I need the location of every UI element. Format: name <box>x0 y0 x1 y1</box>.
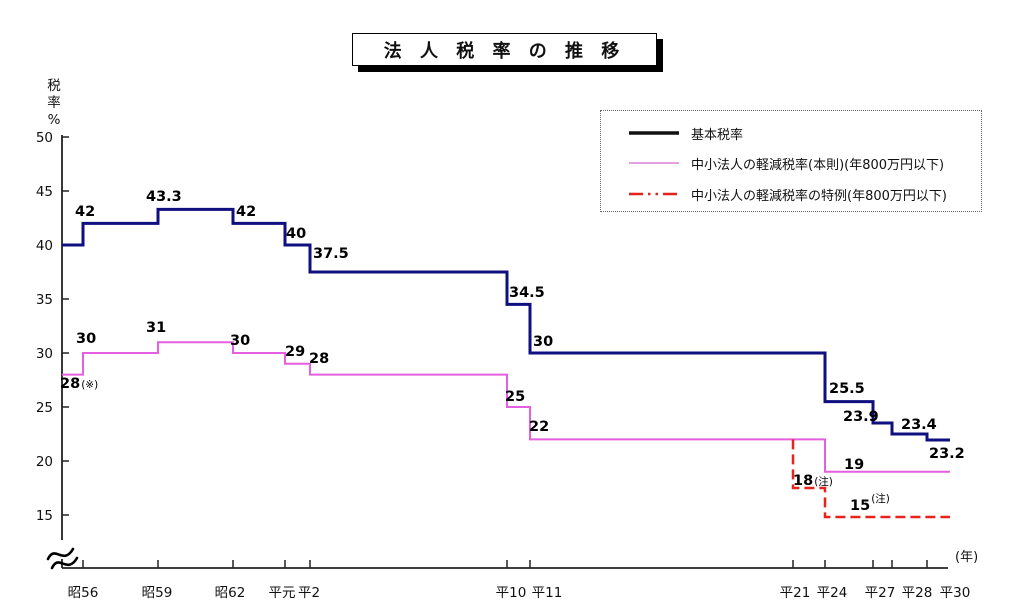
axis-break-icon <box>50 556 79 570</box>
data-label: 31 <box>146 320 167 336</box>
data-label: 42 <box>75 204 96 220</box>
data-label: 43.3 <box>146 189 182 205</box>
x-tick-label: 昭59 <box>142 585 173 601</box>
y-tick-label: 15 <box>36 508 53 524</box>
x-tick-label: 平10 <box>496 585 527 601</box>
x-tick-label: 平元 <box>269 585 296 601</box>
data-label: 23.4 <box>901 417 937 433</box>
data-label: 23.9 <box>843 409 879 425</box>
series-line-reduced <box>62 341 950 473</box>
data-label: 15(注) <box>850 493 890 514</box>
chart-title-box: 法 人 税 率 の 推 移 <box>352 33 657 66</box>
data-label: 29 <box>285 344 306 360</box>
data-label: 37.5 <box>313 246 349 262</box>
chart-title: 法 人 税 率 の 推 移 <box>383 40 626 62</box>
data-label: 30 <box>230 333 251 349</box>
x-tick-label: 昭56 <box>68 585 99 601</box>
legend-line-solid-pink-icon <box>629 162 679 164</box>
x-tick-label: 平2 <box>298 585 320 601</box>
y-tick-label: 25 <box>36 400 53 416</box>
legend-item-basic-rate: 基本税率 <box>601 124 981 144</box>
data-label: 40 <box>286 226 307 242</box>
data-label: 22 <box>529 419 550 435</box>
data-label: 30 <box>533 334 554 350</box>
legend-box: 基本税率 中小法人の軽減税率(本則)(年800万円以下) 中小法人の軽減税率の特… <box>600 110 982 212</box>
legend-item-reduced-rate: 中小法人の軽減税率(本則)(年800万円以下) <box>601 154 981 174</box>
y-tick-label: 50 <box>36 130 53 146</box>
axis-break-icon <box>46 547 75 561</box>
series-line-basic <box>62 207 950 442</box>
x-tick-label: 平11 <box>532 585 563 601</box>
x-tick-label: 平21 <box>780 585 811 601</box>
data-label: 25.5 <box>829 381 865 397</box>
y-axis-label: 税 率 % <box>47 78 61 128</box>
x-tick-label: 昭62 <box>215 585 246 601</box>
legend-label: 中小法人の軽減税率(本則)(年800万円以下) <box>691 158 945 173</box>
data-label: 30 <box>76 331 97 347</box>
legend-line-dash-dot-red-icon <box>629 192 679 196</box>
x-tick-label: 平28 <box>902 585 933 601</box>
y-tick-label: 20 <box>36 454 53 470</box>
data-label: 28(※) <box>60 376 99 392</box>
data-label: 28 <box>309 351 330 367</box>
x-tick-label: 平30 <box>940 585 971 601</box>
y-tick-label: 40 <box>36 238 53 254</box>
y-tick-label: 35 <box>36 292 53 308</box>
x-tick-label: 平24 <box>817 585 848 601</box>
data-label: 23.2 <box>929 446 965 462</box>
x-tick-label: 平27 <box>865 585 896 601</box>
legend-item-special-reduced-rate: 中小法人の軽減税率の特例(年800万円以下) <box>601 185 981 205</box>
y-tick-label: 45 <box>36 184 53 200</box>
legend-label: 基本税率 <box>691 128 744 143</box>
data-label: 25 <box>505 389 526 405</box>
series-line-special <box>791 439 950 519</box>
data-label: 19 <box>844 457 865 473</box>
y-tick-label: 30 <box>36 346 53 362</box>
legend-label: 中小法人の軽減税率の特例(年800万円以下) <box>691 189 947 204</box>
data-label: 42 <box>236 204 257 220</box>
x-axis-unit-label: (年) <box>955 550 979 565</box>
data-label: 18(注) <box>793 473 833 489</box>
legend-line-solid-black-icon <box>629 131 679 135</box>
data-label: 34.5 <box>509 285 545 301</box>
